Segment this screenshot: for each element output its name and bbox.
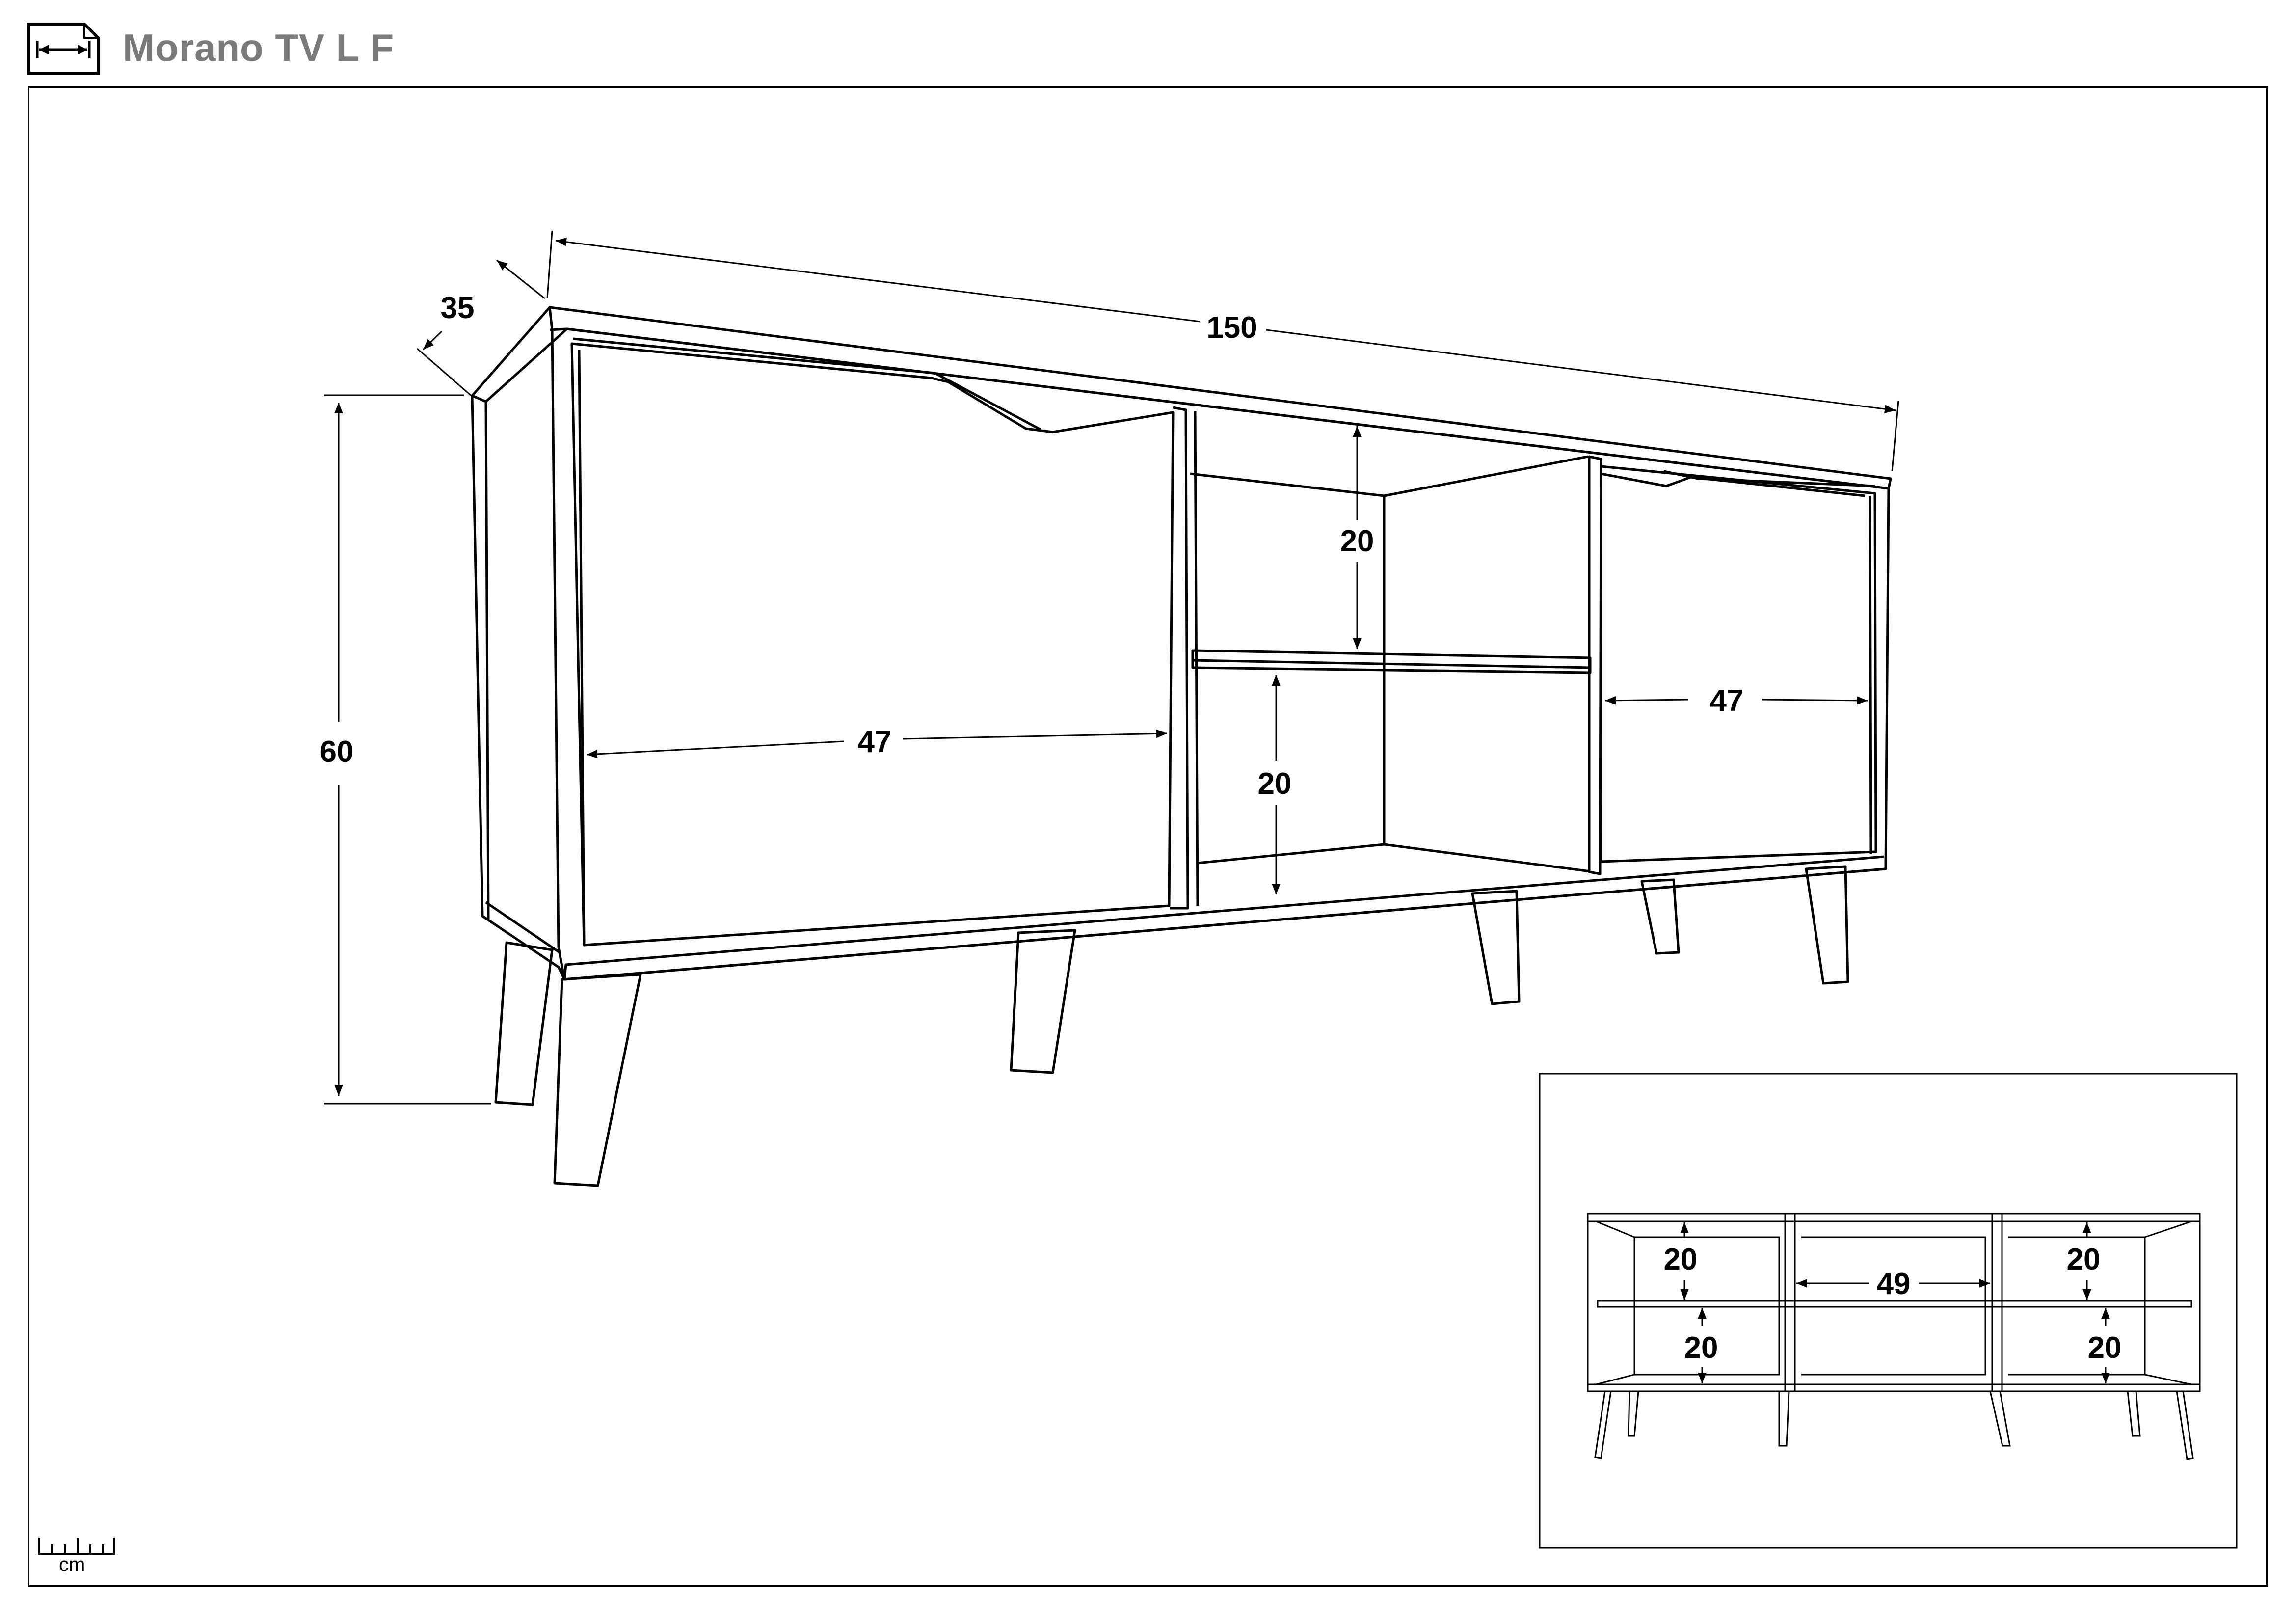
- top-panel: [471, 306, 1892, 490]
- leg-front-center: [1010, 929, 1076, 1074]
- lower-shelf-height-label: 20: [1258, 767, 1292, 801]
- document-title: Morano TV L F: [123, 26, 395, 69]
- inset-top-right-label: 20: [2067, 1243, 2101, 1276]
- inset-bottom-left-label: 20: [1684, 1331, 1718, 1365]
- inset-bottom-right-label: 20: [2088, 1331, 2122, 1365]
- scale-unit-label: cm: [59, 1554, 85, 1575]
- height-label: 60: [320, 735, 354, 769]
- leg-back-right-a: [1640, 878, 1680, 955]
- front-frame: [549, 327, 1890, 981]
- leg-front-right: [1471, 890, 1521, 1005]
- left-divider: [1170, 406, 1189, 910]
- right-door-width-label: 47: [1710, 684, 1744, 718]
- width-label: 150: [1206, 311, 1257, 345]
- right-door: [1600, 465, 1877, 863]
- left-side-panel: [471, 394, 490, 921]
- inset-frame: [1539, 1073, 2238, 1549]
- left-door: [570, 342, 1175, 947]
- inset-middle-width-label: 49: [1877, 1267, 1911, 1301]
- middle-compartment: [1190, 455, 1588, 497]
- inset-cabinet: [1587, 1213, 2201, 1392]
- upper-shelf-height-label: 20: [1340, 524, 1374, 558]
- inset-top-left-label: 20: [1664, 1243, 1698, 1276]
- dimension-lines: [324, 230, 1899, 1105]
- left-door-width-label: 47: [858, 725, 892, 759]
- leg-back-right-b: [1805, 865, 1849, 985]
- depth-label: 35: [441, 291, 475, 325]
- front-view-inset: 20 20 49 20 20: [1539, 1073, 2238, 1549]
- tv-unit-perspective: [471, 306, 1892, 1187]
- dimension-labels: 150 35 60 47 47 20 20: [320, 291, 1744, 801]
- leg-front-left: [553, 973, 642, 1187]
- drawing-frame: [28, 86, 2268, 1587]
- leg-back-left: [494, 941, 554, 1106]
- right-divider: [1588, 455, 1602, 875]
- ruler-icon: [38, 1538, 115, 1555]
- dimensions-icon: [27, 23, 100, 75]
